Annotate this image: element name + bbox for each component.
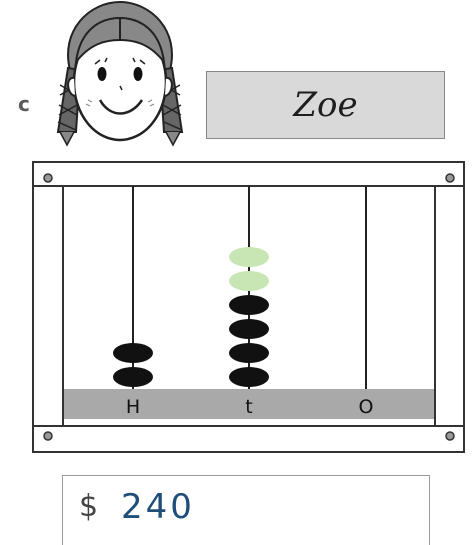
- currency-symbol: $: [79, 489, 99, 524]
- black-bead: [229, 295, 269, 315]
- problem-label: c: [18, 92, 30, 116]
- black-bead: [113, 343, 153, 363]
- child-name: Zoe: [293, 85, 358, 125]
- screw-icon: [445, 431, 455, 441]
- column-label: O: [359, 396, 374, 418]
- black-bead: [229, 343, 269, 363]
- green-bead: [229, 271, 269, 291]
- black-bead: [229, 319, 269, 339]
- column-label: H: [126, 396, 140, 418]
- answer-box: $ 240: [62, 475, 430, 545]
- girl-illustration: [56, 0, 184, 147]
- answer-value: 240: [121, 487, 195, 527]
- name-box: Zoe: [206, 71, 445, 139]
- black-bead: [229, 367, 269, 387]
- screw-icon: [43, 431, 53, 441]
- column-label: t: [245, 396, 252, 418]
- green-bead: [229, 247, 269, 267]
- screw-icon: [43, 173, 53, 183]
- left-eye: [97, 67, 107, 81]
- black-bead: [113, 367, 153, 387]
- screw-icon: [445, 173, 455, 183]
- abacus-base: [64, 389, 434, 419]
- right-eye: [133, 67, 143, 81]
